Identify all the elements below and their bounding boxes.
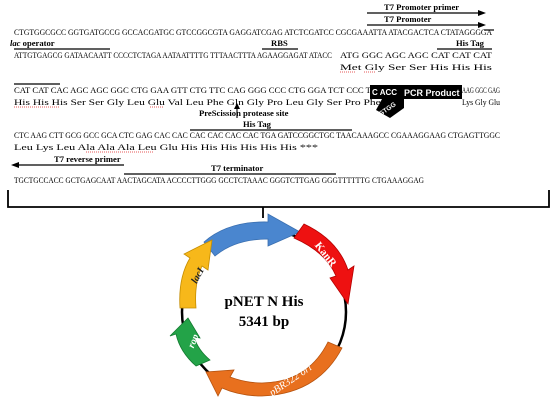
t7-promoter-annotation: T7 Promoter [367,14,486,28]
prescission-label: PreScission protease site [199,108,289,118]
pcr-product-insert: C ACC PCR Product GTGG [370,85,462,118]
t7-terminator-annotation: T7 terminator [124,163,336,175]
sequence-line-3-codons: CAT CAT CAC AGC AGC GGC CTG GAA GTT CTG … [14,86,382,95]
plasmid-map: KanR lacI rop pBR322 ori pNET N His 5341… [169,213,355,399]
pcr-left-bases: C ACC [372,88,397,97]
rop-feature-arrow [169,317,211,367]
t7-reverse-primer-label: T7 reverse primer [54,154,121,164]
t7-promoter-primer-label: T7 Promoter primer [384,2,459,12]
his-tag-bottom-label: His Tag [243,119,272,129]
rop-label: rop [186,333,201,350]
ori-feature-arrow [205,341,343,397]
his-tag-top-label: His Tag [456,38,485,48]
t7-reverse-primer-annotation: T7 reverse primer [11,154,124,168]
insert-bracket [7,190,550,218]
sequence-line-1: CTGTGGCGCC GGTGATGCCG GCCACGATGC GTCCGGC… [14,28,492,37]
sequence-line-2-codons: ATG GGC AGC AGC CAT CAT CAT [340,51,492,60]
lac-operator-italic: lac [10,38,21,48]
sequence-line-3-aminoacids-b: Lys Gly Glu [462,98,501,107]
plasmid-name: pNET N His [225,294,304,310]
sequence-line-3-codons-b: AAG GGC GAG [462,86,500,95]
lac-operator-label: lac operator [10,38,55,48]
t7-promoter-label: T7 Promoter [384,14,432,24]
lac-operator-rest: operator [21,38,55,48]
insert-feature-arrow [203,213,301,257]
pcr-product-label: PCR Product [404,88,460,98]
sequence-line-3-aminoacids: His His His Ser Ser Gly Leu Glu Val Leu … [14,98,400,107]
t7-terminator-label: T7 terminator [211,163,263,173]
sequence-line-5: TGCTGCCACC GCTGAGCAAT AACTAGCATA ACCCCTT… [14,176,424,185]
prescission-site: PreScission protease site [199,103,289,118]
sequence-line-4-aminoacids: Leu Lys Leu Ala Ala Ala Leu Glu His His … [14,143,318,152]
t7-promoter-primer-annotation: T7 Promoter primer [367,2,486,16]
kanr-feature-arrow [293,223,355,306]
laci-feature-arrow [179,239,213,309]
sequence-line-4-codons: CTC AAG CTT GCG GCC GCA CTC GAG CAC CAC … [14,131,500,140]
rbs-label: RBS [271,38,288,48]
sequence-line-2-aminoacids: Met Gly Ser Ser His His His [340,63,492,72]
plasmid-size: 5341 bp [239,314,289,330]
sequence-line-2: ATTGTGAGCG GATAACAATT CCCCTCTAGA AATAATT… [14,51,332,60]
